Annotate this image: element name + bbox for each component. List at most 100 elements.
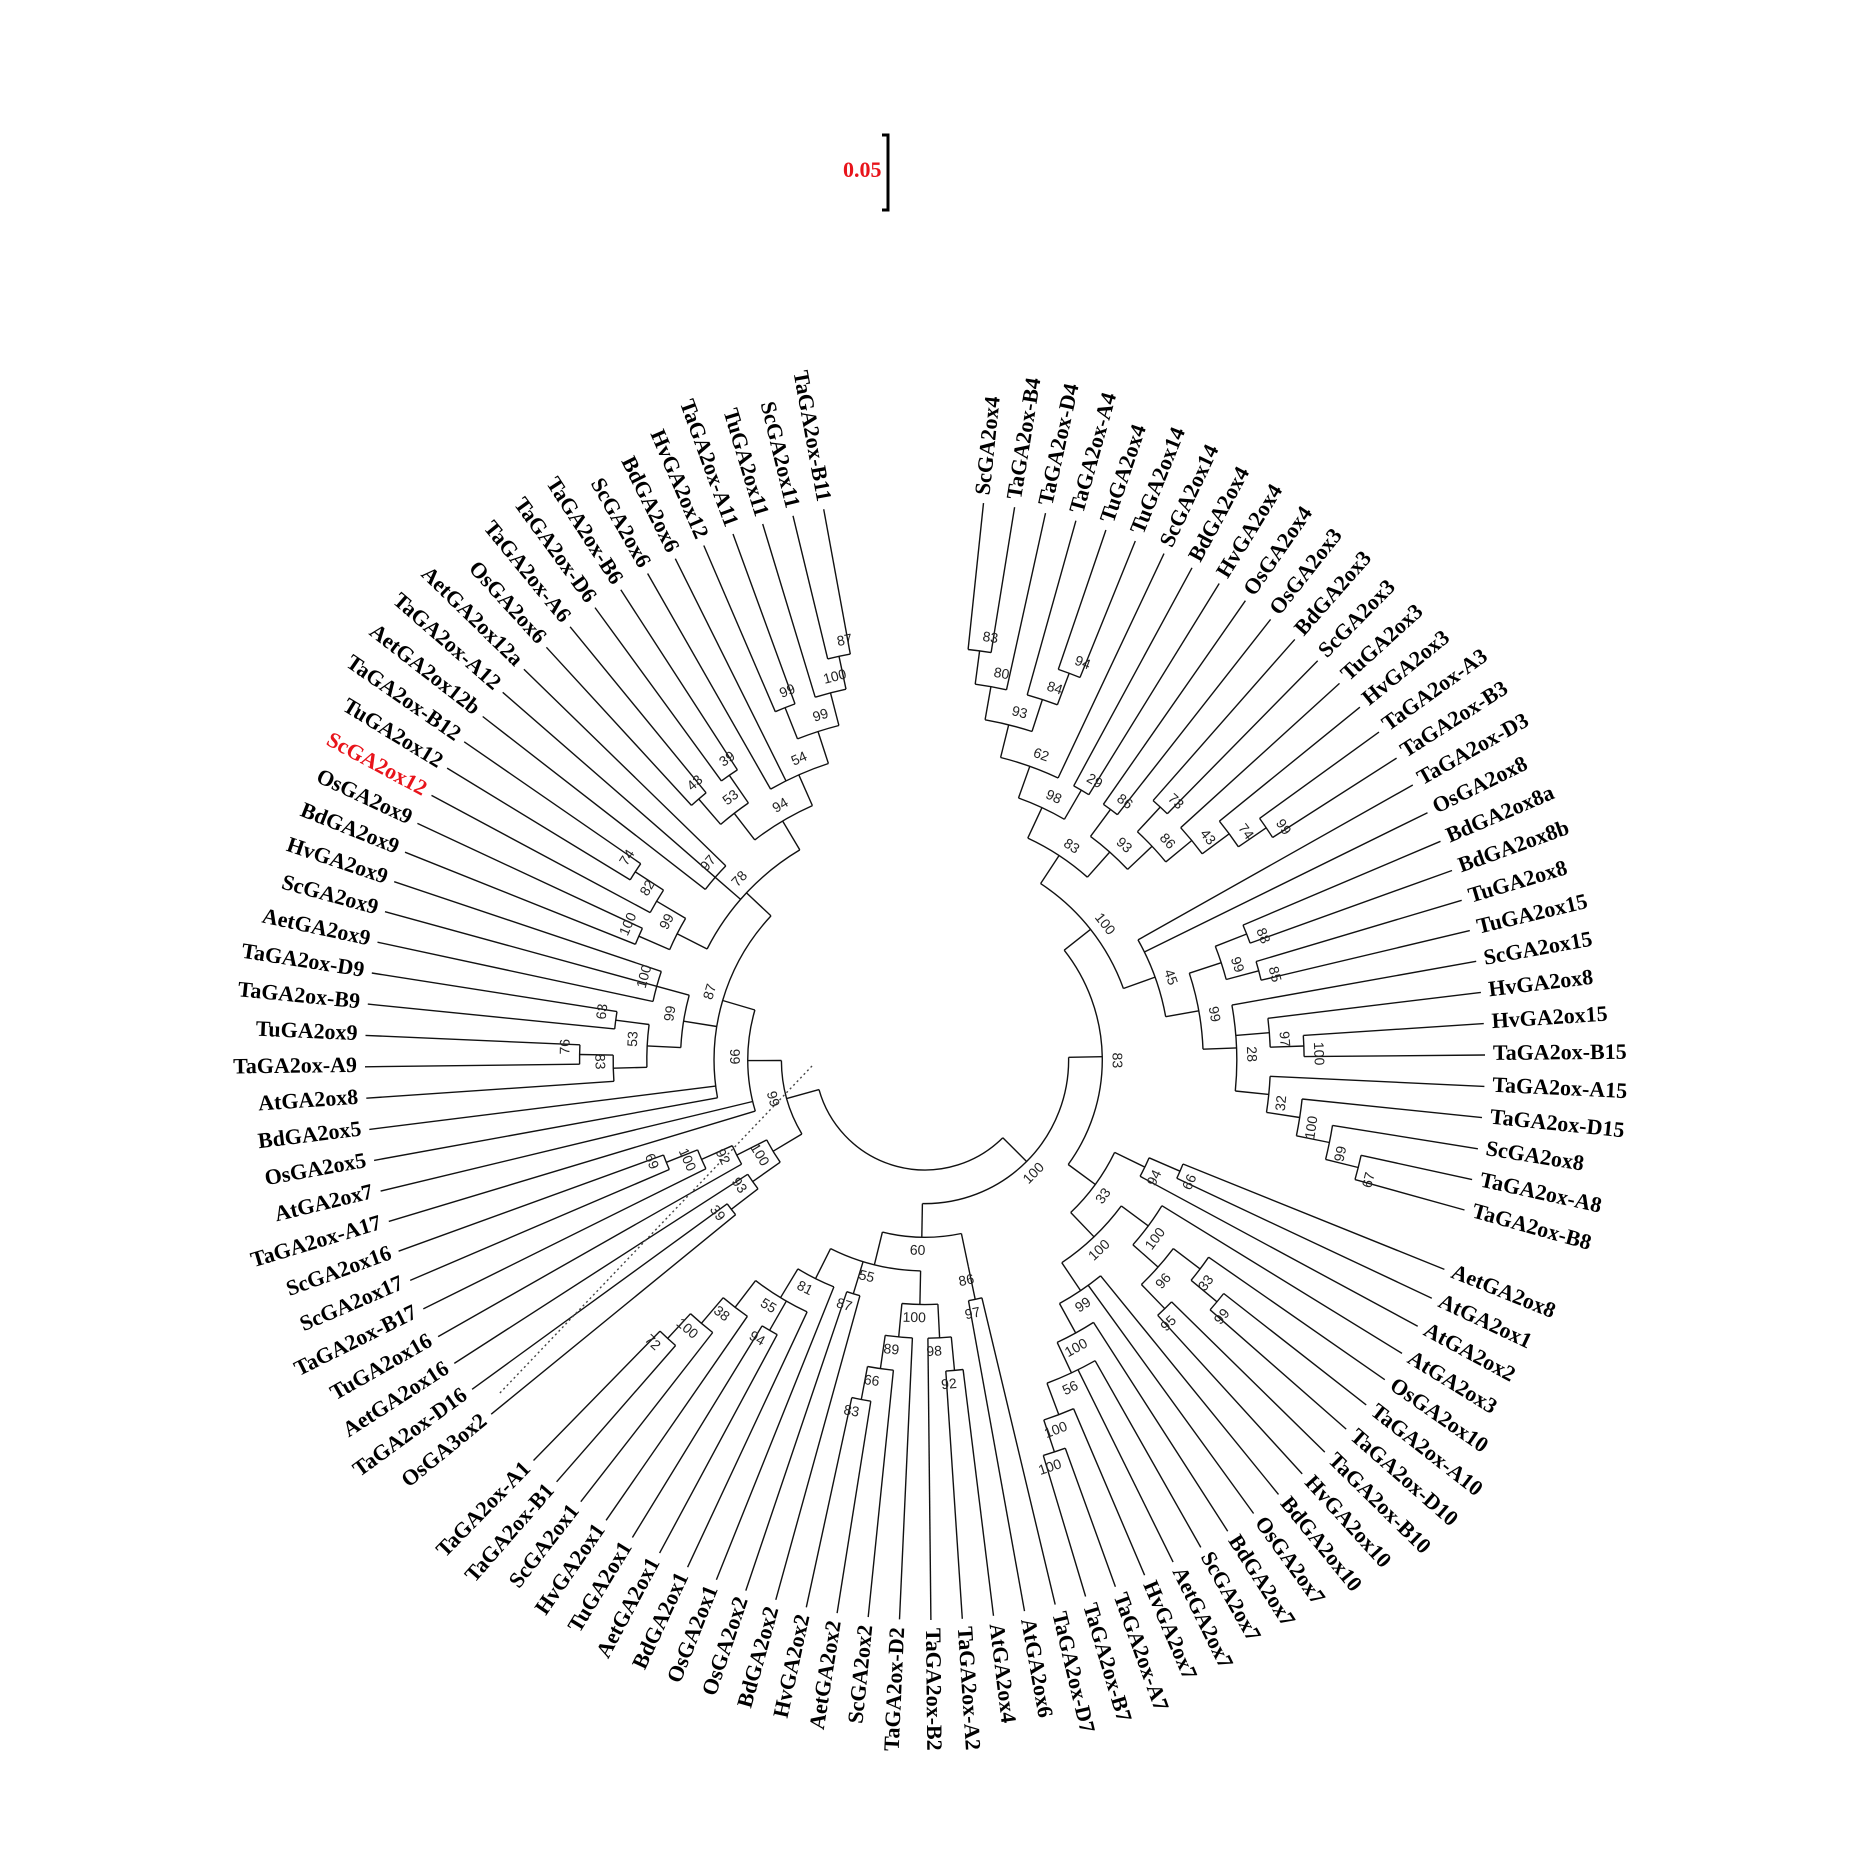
bootstrap-value: 83 xyxy=(592,1054,608,1070)
bootstrap-value: 66 xyxy=(1179,1171,1200,1192)
bootstrap-value: 93 xyxy=(729,1174,751,1196)
internal-branch xyxy=(667,1313,692,1339)
clade-arc xyxy=(1188,972,1204,1050)
leaf-branch xyxy=(1092,1322,1229,1532)
internal-branch xyxy=(1226,970,1259,981)
internal-branch xyxy=(781,820,801,851)
internal-branch xyxy=(734,1280,757,1308)
leaf-branch xyxy=(1005,512,1047,690)
leaf-branch xyxy=(1088,583,1220,796)
clade-arc xyxy=(652,971,662,1002)
internal-branch xyxy=(1089,808,1112,837)
leaf-branch xyxy=(437,1163,742,1338)
leaf-label: TaGA2ox-A9 xyxy=(233,1052,357,1079)
internal-branch xyxy=(1165,1010,1199,1018)
clade-arc xyxy=(646,1024,650,1068)
clade-arc xyxy=(1190,1256,1210,1281)
bootstrap-value: 97 xyxy=(697,851,719,873)
clade-arc xyxy=(1265,1076,1271,1113)
clade-arc xyxy=(885,1334,913,1339)
leaf-label: HvGA2ox8 xyxy=(1487,964,1594,1002)
leaf-branch xyxy=(1303,1022,1484,1037)
internal-branch xyxy=(768,1300,787,1331)
internal-branch xyxy=(786,1088,820,1100)
internal-branch xyxy=(1120,1205,1149,1227)
leaf-branch xyxy=(1077,1369,1174,1563)
leaf-branch xyxy=(1057,553,1165,779)
internal-branch xyxy=(1068,1056,1103,1058)
internal-branch xyxy=(829,692,840,726)
bootstrap-value: 55 xyxy=(857,1266,876,1285)
bootstrap-value: 87 xyxy=(835,630,854,649)
internal-branch xyxy=(714,876,742,900)
internal-branch xyxy=(1017,766,1031,799)
internal-branch xyxy=(638,935,670,951)
leaf-branch xyxy=(1267,991,1481,1019)
leaf-branch xyxy=(1218,706,1361,822)
leaf-branch xyxy=(1073,567,1193,787)
leaf-branch xyxy=(792,515,829,660)
leaf-branch xyxy=(703,545,776,712)
internal-branch xyxy=(950,1336,956,1371)
bootstrap-value: 94 xyxy=(1073,652,1093,672)
bootstrap-value: 99 xyxy=(1228,955,1248,975)
bootstrap-value: 97 xyxy=(1277,1031,1294,1048)
internal-branch xyxy=(1235,1090,1269,1096)
leaf-label: TaGA2ox-B2 xyxy=(921,1628,947,1751)
internal-branch xyxy=(1061,1262,1082,1291)
internal-branch xyxy=(656,985,690,996)
leaf-branch xyxy=(1152,638,1296,802)
bootstrap-value: 43 xyxy=(1197,826,1219,848)
bootstrap-value: 89 xyxy=(883,1340,900,1357)
bootstrap-value: 92 xyxy=(940,1375,957,1392)
internal-branch xyxy=(852,1261,864,1295)
clade-arc xyxy=(612,1055,615,1082)
leaf-branch xyxy=(1209,1309,1347,1430)
leaf-label: TaGA2ox-A15 xyxy=(1492,1072,1628,1103)
scale-bar: 0.05 xyxy=(843,133,890,212)
bootstrap-value: 62 xyxy=(1031,744,1051,764)
bootstrap-value: 94 xyxy=(1143,1167,1164,1188)
internal-branch xyxy=(999,724,1010,758)
internal-branch xyxy=(733,812,756,841)
internal-branch xyxy=(752,1161,781,1183)
bootstrap-value: 80 xyxy=(993,664,1011,682)
internal-branch xyxy=(676,933,708,950)
internal-branch xyxy=(1031,699,1044,732)
bootstrap-value: 100 xyxy=(1311,1042,1328,1066)
internal-branch xyxy=(798,774,814,806)
internal-branch xyxy=(919,1270,922,1305)
leaf-branch xyxy=(380,1100,753,1192)
clade-arc xyxy=(629,863,642,881)
internal-branch xyxy=(701,1145,733,1161)
internal-branch xyxy=(1189,962,1222,974)
bootstrap-value: 66 xyxy=(863,1371,881,1389)
leaf-branch xyxy=(502,691,716,878)
leaf-branch xyxy=(1354,1178,1465,1211)
clade-arc xyxy=(968,648,992,654)
leaf-branch xyxy=(1208,1256,1386,1381)
clade-arc xyxy=(1139,1157,1150,1177)
clade-arc xyxy=(1043,1447,1066,1457)
leaf-branch xyxy=(545,646,693,806)
leaf-branch xyxy=(594,607,722,782)
leaf-branch xyxy=(674,558,787,782)
leaf-branch xyxy=(945,1371,963,1619)
internal-branch xyxy=(1190,1279,1218,1303)
leaf-label: TaGA2ox-D2 xyxy=(879,1627,910,1752)
bootstrap-value: 100 xyxy=(1301,1115,1320,1141)
bootstrap-value: 100 xyxy=(1141,1224,1168,1252)
internal-branch xyxy=(967,1266,976,1300)
bootstrap-value: 93 xyxy=(1010,702,1029,721)
internal-branch xyxy=(613,1066,647,1069)
bootstrap-value: 82 xyxy=(636,877,658,899)
leaf-branch xyxy=(686,1311,808,1568)
bootstrap-value: 55 xyxy=(758,1294,780,1316)
leaf-branch xyxy=(805,1397,853,1608)
bootstrap-value: 84 xyxy=(1045,678,1065,698)
bootstrap-value: 99 xyxy=(811,705,831,725)
internal-branch xyxy=(1043,1419,1056,1453)
internal-branch xyxy=(1325,1158,1359,1169)
bootstrap-value: 87 xyxy=(835,1294,855,1314)
